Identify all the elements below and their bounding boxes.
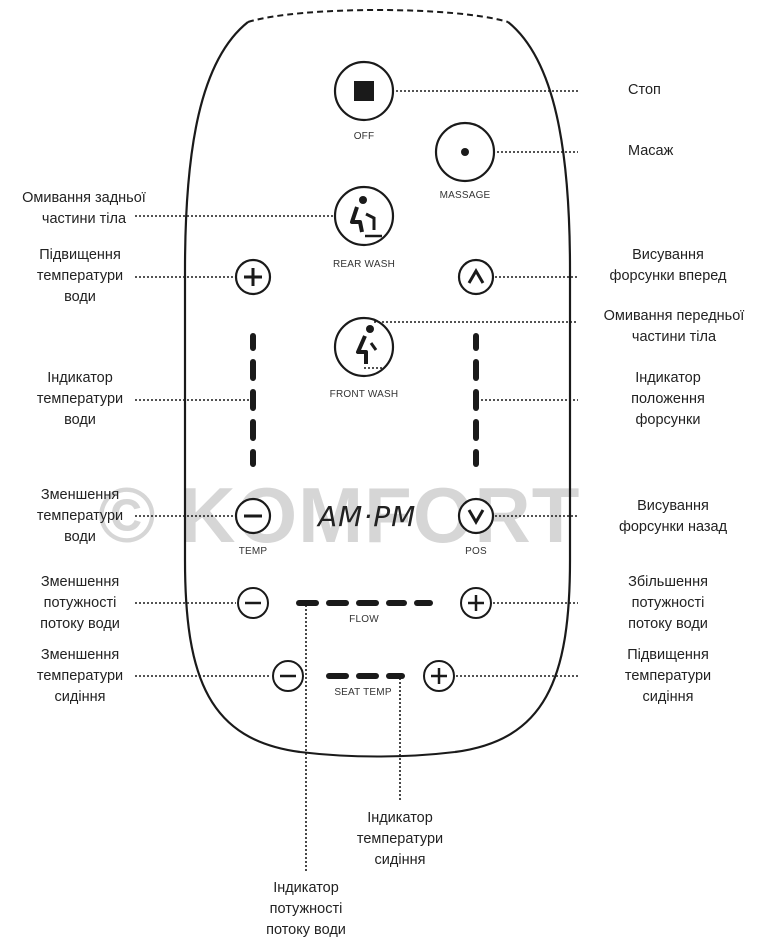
callout-flow-indicator: Індикатор потужності потоку води <box>266 880 346 938</box>
seat-temp-label: SEAT TEMP <box>334 687 392 698</box>
front-wash-label: FRONT WASH <box>329 389 399 400</box>
off-button-shape <box>333 60 395 122</box>
flow-down-button[interactable] <box>238 588 268 618</box>
callout-massage: Масаж <box>628 143 674 159</box>
leader-lines <box>135 90 578 872</box>
nozzle-forward-button-shape <box>457 258 495 296</box>
nozzle-back-button-shape <box>457 497 495 535</box>
nozzle-forward-button[interactable] <box>459 260 493 294</box>
temp-up-button-shape <box>234 258 272 296</box>
seated-person-icon <box>350 196 382 238</box>
rear-wash-label: REAR WASH <box>333 259 395 270</box>
callout-flow-down: Зменшення потужності потоку води <box>40 574 120 632</box>
off-label: OFF <box>353 131 375 142</box>
rear-wash-button-shape <box>333 185 395 247</box>
massage-label: MASSAGE <box>439 190 491 201</box>
massage-button[interactable] <box>436 123 494 181</box>
flow-down-button-shape <box>237 587 269 619</box>
pos-label: POS <box>465 546 487 557</box>
remote-outline <box>183 21 572 754</box>
callout-nozzle-back: Висування форсунки назад <box>618 498 728 535</box>
temp-label: TEMP <box>238 546 268 557</box>
seat-temp-up-button[interactable] <box>424 661 454 691</box>
massage-button-shape <box>434 121 496 183</box>
temp-down-button-shape <box>234 497 272 535</box>
off-button[interactable] <box>335 62 393 120</box>
callout-water-temp-indicator: Індикатор температури води <box>36 370 124 428</box>
front-wash-button[interactable] <box>335 318 393 376</box>
callout-front-wash: Омивання передньої частини тіла <box>603 308 745 345</box>
watermark: © KOMFORT <box>98 471 581 559</box>
chevron-up-icon <box>467 268 485 284</box>
flow-up-button-shape <box>460 587 492 619</box>
flow-label: FLOW <box>349 614 379 625</box>
remote-bottom-edge <box>299 751 456 758</box>
callout-nozzle-forward: Висування форсунки вперед <box>609 247 727 284</box>
callout-water-temp-down: Зменшення температури води <box>36 487 124 545</box>
dot-icon <box>461 148 469 156</box>
nozzle-back-button[interactable] <box>459 499 493 533</box>
seat-temp-up-button-shape <box>423 660 455 692</box>
chevron-down-icon <box>467 509 485 525</box>
callout-flow-up: Збільшення потужності потоку води <box>628 574 708 632</box>
callout-nozzle-pos-indicator: Індикатор положення форсунки <box>631 370 705 428</box>
seat-temp-down-button-shape <box>272 660 304 692</box>
temp-up-button[interactable] <box>236 260 270 294</box>
remote-top-edge <box>247 9 509 23</box>
temp-down-button[interactable] <box>236 499 270 533</box>
callout-seat-temp-down: Зменшення температури сидіння <box>36 647 124 705</box>
stop-icon <box>354 81 374 101</box>
front-wash-button-shape <box>333 316 395 378</box>
callout-seat-temp-up: Підвищення температури сидіння <box>624 647 712 705</box>
seat-temp-down-button[interactable] <box>273 661 303 691</box>
flow-up-button[interactable] <box>461 588 491 618</box>
mode-display-label: AM·PM <box>318 500 417 533</box>
rear-wash-button[interactable] <box>335 187 393 245</box>
seated-person-front-icon <box>356 325 384 369</box>
callout-stop: Стоп <box>628 82 661 98</box>
callout-water-temp-up: Підвищення температури води <box>36 247 124 305</box>
callout-rear-wash: Омивання задньої частини тіла <box>22 190 146 227</box>
callout-seat-temp-indicator: Індикатор температури сидіння <box>356 810 444 868</box>
